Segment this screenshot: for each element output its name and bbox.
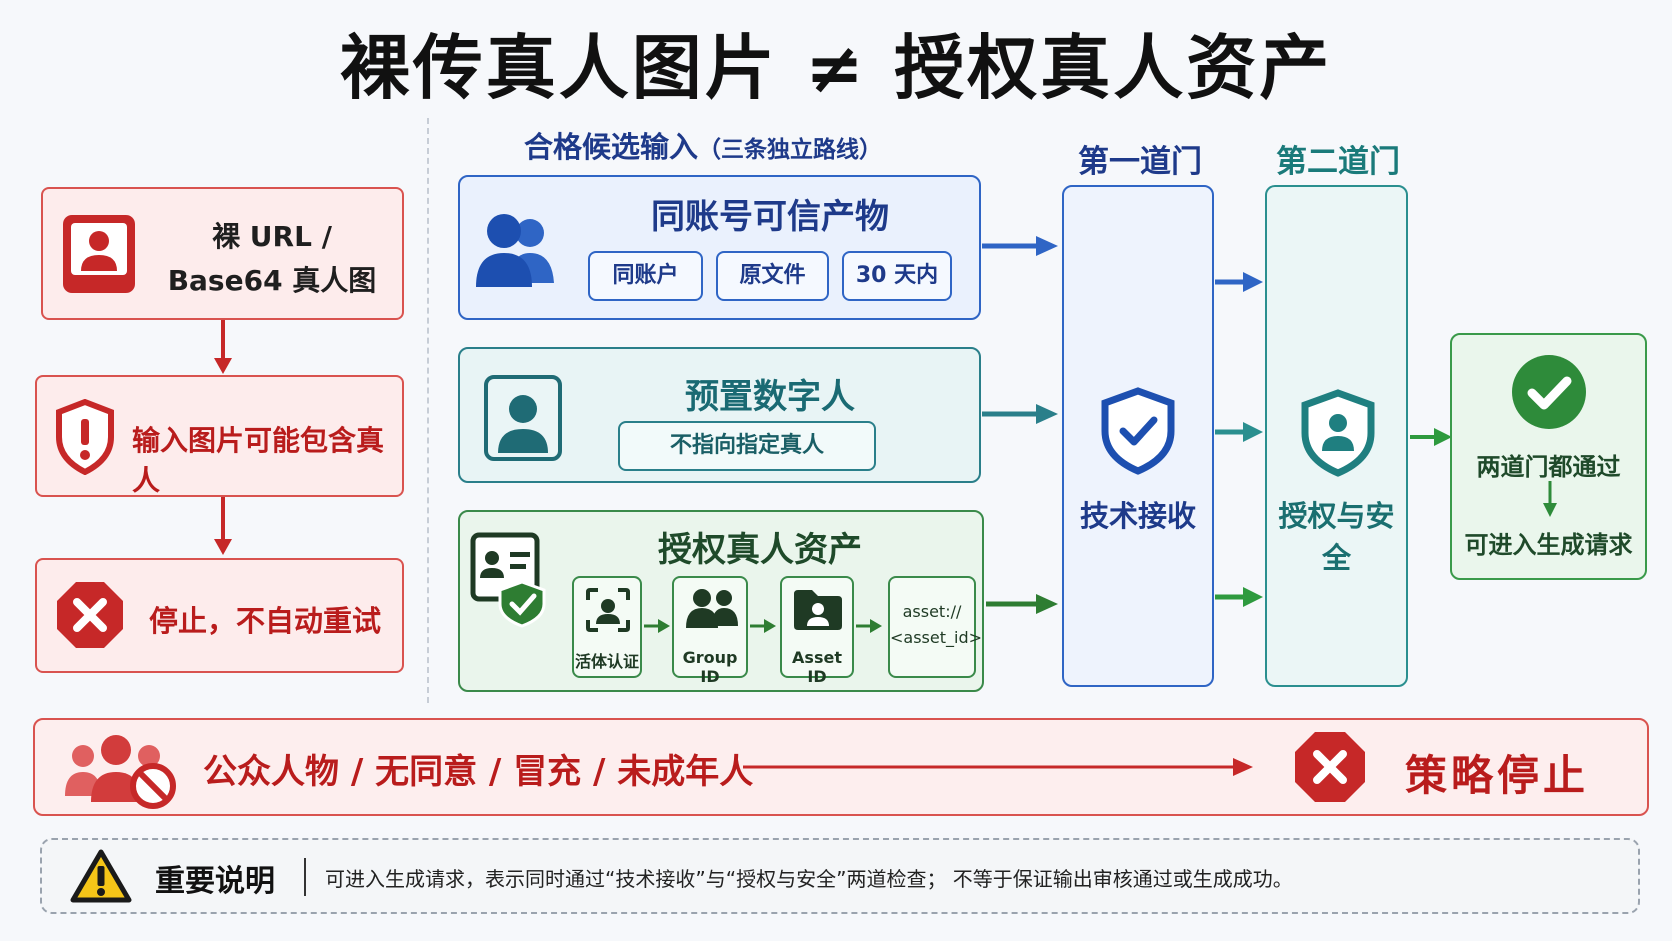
route3-title: 授权真人资产 (658, 530, 862, 570)
raw-image-line1: 裸 URL / (212, 220, 332, 253)
warning-icon (70, 848, 132, 904)
step-asset-id-label: Asset ID (792, 648, 842, 686)
stop-bar-text: 公众人物 / 无同意 / 冒充 / 未成年人 (203, 752, 754, 792)
arrow-right-icon (1215, 271, 1263, 293)
result-box: 两道门都通过 可进入生成请求 (1450, 333, 1647, 580)
stop-x-icon (1293, 730, 1367, 804)
gate2-title: 第二道门 (1276, 144, 1400, 180)
arrow-right-icon (856, 616, 882, 636)
tag-within-30-days: 30 天内 (842, 251, 952, 301)
stop-no-retry-text: 停止，不自动重试 (149, 604, 382, 638)
gate2-label: 授权与安全 (1278, 499, 1395, 575)
asset-uri-format: asset:// <asset_id> (888, 576, 983, 678)
check-circle-icon (1510, 353, 1588, 431)
tag-original-file: 原文件 (716, 251, 829, 301)
arrow-right-icon (1215, 421, 1263, 443)
candidate-inputs-title: 合格候选输入（三条独立路线） (468, 124, 938, 166)
avatar-card-icon (484, 375, 562, 461)
result-line1: 两道门都通过 (1476, 453, 1621, 481)
arrow-down-icon (1541, 481, 1559, 517)
tag-same-account: 同账户 (588, 251, 703, 301)
raw-image-box: 裸 URL / Base64 真人图 (41, 187, 404, 320)
arrow-right-icon (750, 616, 776, 636)
arrow-down-icon (212, 497, 234, 555)
step-asset-id: Asset ID (780, 576, 854, 686)
step-liveness: 活体认证 (572, 576, 642, 678)
folder-user-icon (792, 586, 844, 632)
shield-check-icon (1101, 387, 1175, 475)
gate-technical-acceptance: 技术接收 (1062, 185, 1214, 687)
route1-title: 同账号可信产物 (651, 197, 889, 237)
route2-title: 预置数字人 (685, 377, 855, 417)
arrow-right-icon (1215, 586, 1263, 608)
section-subtitle: （三条独立路线） (698, 137, 882, 163)
arrow-right-icon (982, 234, 1058, 258)
asset-uri-line1: asset:// (902, 602, 962, 621)
stop-no-retry-box: 停止，不自动重试 (35, 558, 404, 673)
users-icon (474, 211, 560, 291)
id-card-check-icon (470, 532, 548, 628)
policy-stop-bar: 公众人物 / 无同意 / 冒充 / 未成年人 策略停止 (33, 718, 1649, 816)
gate1-title: 第一道门 (1078, 144, 1202, 180)
note-separator (304, 858, 306, 896)
user-photo-icon (61, 213, 137, 295)
step-group-id: Group ID (672, 576, 748, 686)
result-line2: 可进入生成请求 (1464, 531, 1633, 559)
page-title: 裸传真人图片 ≠ 授权真人资产 (339, 27, 1333, 109)
arrow-down-icon (212, 320, 234, 374)
route-authorized-asset: 授权真人资产 活体认证 Group ID (458, 510, 984, 692)
gate1-label: 技术接收 (1079, 499, 1196, 533)
route-same-account: 同账号可信产物 同账户 原文件 30 天内 (458, 175, 981, 320)
may-contain-real-person-box: 输入图片可能包含真人 (35, 375, 404, 497)
arrow-right-icon (982, 402, 1058, 426)
face-scan-icon (584, 586, 632, 634)
asset-uri-line2: <asset_id> (890, 628, 983, 647)
arrow-right-icon (986, 592, 1058, 616)
step-liveness-label: 活体认证 (574, 652, 639, 671)
divider (427, 118, 429, 703)
tag-not-specific-person: 不指向指定真人 (618, 421, 876, 471)
arrow-right-icon (1410, 426, 1452, 448)
route-preset-avatar: 预置数字人 不指向指定真人 (458, 347, 981, 483)
note-body: 可进入生成请求，表示同时通过“技术接收”与“授权与安全”两道检查； 不等于保证输… (325, 867, 1293, 891)
note-heading: 重要说明 (155, 864, 275, 899)
shield-user-icon (1301, 389, 1375, 477)
gate-authorization-security: 授权与安全 (1265, 185, 1408, 687)
policy-stop-label: 策略停止 (1405, 751, 1590, 800)
arrow-right-icon (644, 616, 670, 636)
stop-x-icon (55, 580, 125, 650)
group-icon (684, 586, 740, 632)
group-forbidden-icon (61, 730, 179, 810)
important-note: 重要说明 可进入生成请求，表示同时通过“技术接收”与“授权与安全”两道检查； 不… (40, 838, 1640, 914)
step-group-id-label: Group ID (682, 648, 738, 686)
may-contain-real-person-text: 输入图片可能包含真人 (132, 424, 385, 497)
raw-image-line2: Base64 真人图 (167, 264, 377, 297)
alert-shield-icon (55, 399, 115, 475)
section-title: 合格候选输入 (523, 130, 698, 164)
long-arrow-icon (743, 756, 1253, 778)
